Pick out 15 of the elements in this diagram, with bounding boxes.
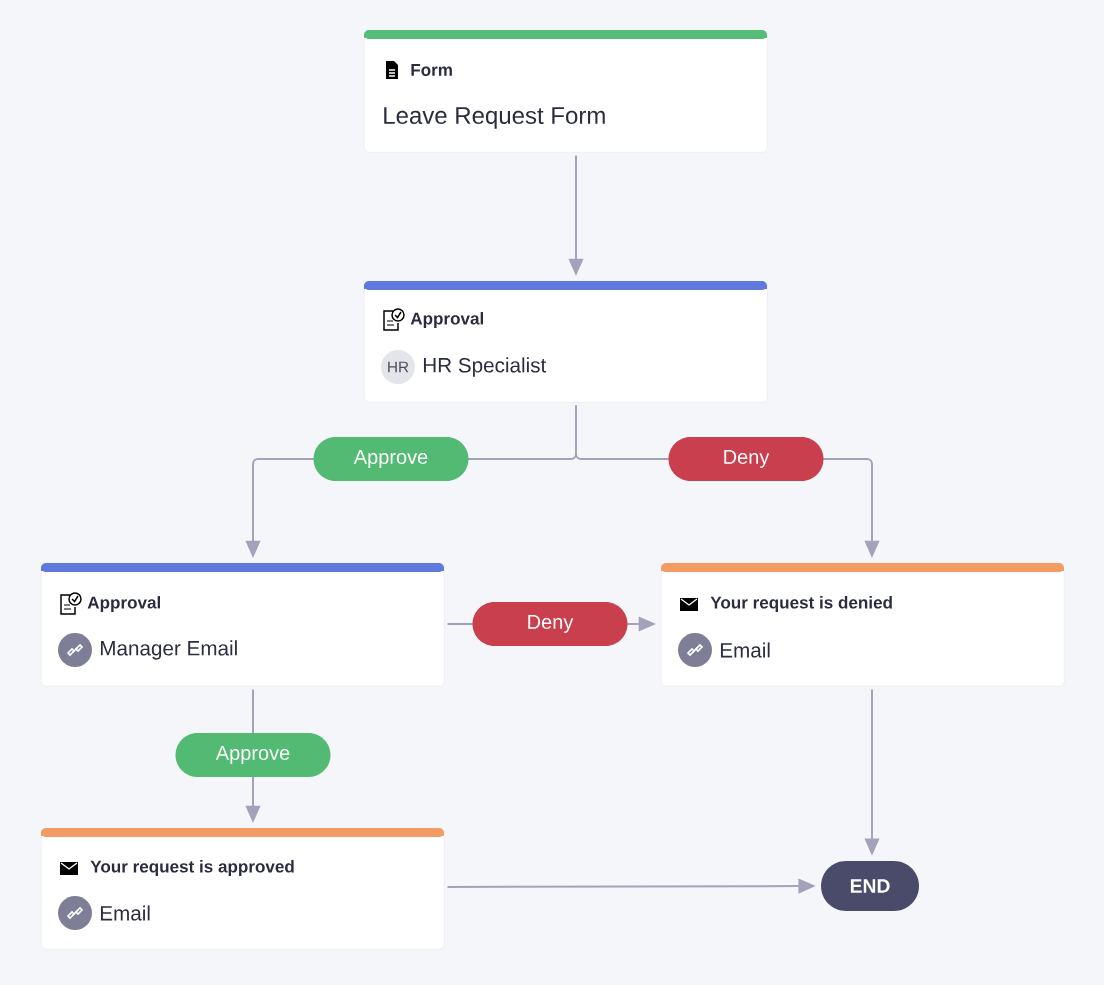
card-text: Email: [100, 905, 150, 921]
card-heading: Approval: [87, 596, 161, 612]
edge-label: Approve: [313, 437, 469, 481]
card-heading: Your request is denied: [710, 596, 892, 612]
edge-label: Deny: [668, 437, 824, 481]
card-heading: Approval: [410, 312, 484, 328]
card-heading: Form: [411, 64, 452, 76]
edge-label: Deny: [472, 602, 628, 646]
card-text: HR Specialist: [423, 357, 547, 377]
card-text: Leave Request Form: [384, 107, 605, 129]
edge-label: Approve: [175, 733, 331, 777]
card-heading: Your request is approved: [90, 860, 294, 876]
end-pill: END: [821, 861, 919, 911]
card-text: Email: [720, 642, 770, 658]
card-text: Manager Email: [100, 640, 237, 660]
